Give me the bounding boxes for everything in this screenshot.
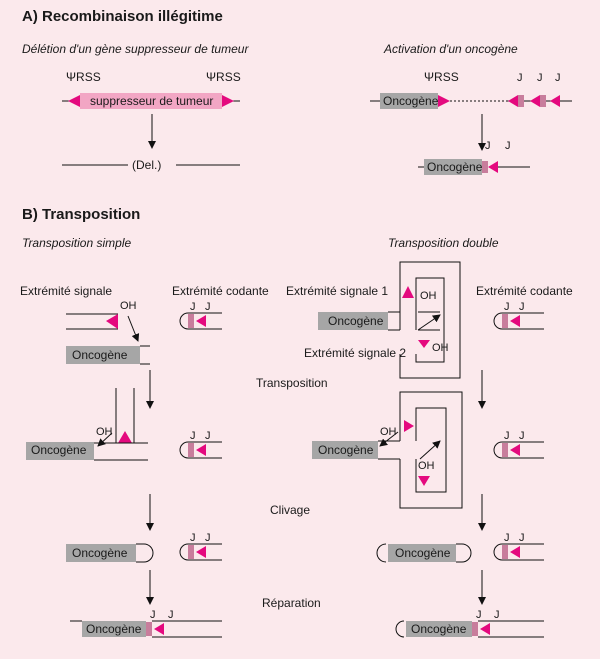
rss-triangle	[438, 95, 450, 107]
oh-label: OH	[96, 426, 113, 438]
signal-end-2-label: Extrémité signale 2	[304, 346, 407, 360]
oh-label: OH	[420, 290, 437, 302]
deletion-subtitle: Délétion d'un gène suppresseur de tumeur	[22, 42, 249, 56]
activation-subtitle: Activation d'un oncogène	[384, 42, 518, 56]
double-transposition-panel	[312, 261, 544, 638]
suppressor-gene-label: suppresseur de tumeur	[90, 94, 214, 108]
j-label: J	[504, 430, 510, 442]
oncogene-box	[380, 93, 438, 109]
coding-end-hairpin	[493, 441, 544, 459]
j-label: J	[485, 140, 491, 152]
j-triangle-3	[550, 95, 560, 107]
j-label: J	[190, 301, 196, 313]
oncogene-box	[312, 441, 378, 459]
rss-label-right: ΨRSS	[206, 70, 241, 84]
j-label: J	[555, 72, 561, 84]
oncogene-label: Oncogène	[328, 314, 384, 328]
j-label: J	[168, 609, 174, 621]
j-triangle-2	[530, 95, 540, 107]
step-cleavage-label: Clivage	[270, 503, 311, 517]
j-label: J	[150, 609, 156, 621]
j-label: J	[537, 72, 543, 84]
coding-end-hairpin	[179, 441, 222, 459]
j-triangle-1	[508, 95, 518, 107]
j-label: J	[205, 532, 211, 544]
rss-label-activation: ΨRSS	[424, 70, 459, 84]
oncogene-box	[388, 544, 456, 562]
coding-end-label: Extrémité codante	[172, 284, 269, 298]
j-label: J	[494, 609, 500, 621]
oh-label: OH	[120, 300, 137, 312]
oh-label: OH	[432, 342, 449, 354]
inserted-triangle	[118, 431, 132, 443]
oncogene-label: Oncogène	[383, 94, 439, 108]
section-a-title: A) Recombinaison illégitime	[22, 8, 223, 25]
oncogene-label: Oncogène	[72, 546, 128, 560]
oncogene-box	[26, 442, 94, 460]
oncogene-label: Oncogène	[411, 622, 467, 636]
signal-end-label: Extrémité signale	[20, 284, 113, 298]
j-label: J	[519, 301, 525, 313]
signal-end-triangle	[106, 314, 118, 329]
attack-arrow	[127, 315, 140, 342]
oncogene-box	[66, 544, 136, 562]
j-label: J	[504, 532, 510, 544]
signal-end-1-triangle	[402, 286, 414, 298]
rss-triangle-right	[222, 95, 234, 107]
j-segment-1	[518, 95, 524, 107]
oncogene-label: Oncogène	[72, 348, 128, 362]
oncogene-label: Oncogène	[31, 443, 87, 457]
j-label: J	[205, 301, 211, 313]
deletion-label: (Del.)	[132, 158, 162, 172]
j-label: J	[190, 532, 196, 544]
j-label: J	[205, 430, 211, 442]
j-label: J	[505, 140, 511, 152]
coding-end-hairpin	[493, 543, 544, 561]
coding-end-hairpin	[179, 312, 222, 330]
j-label: J	[504, 301, 510, 313]
j-segment-result	[482, 161, 488, 173]
oncogene-label: Oncogène	[86, 622, 142, 636]
section-b-title: B) Transposition	[22, 206, 141, 223]
double-subtitle: Transposition double	[388, 236, 499, 250]
activation-panel	[370, 93, 572, 175]
oncogene-box	[406, 621, 472, 637]
oncogene-label: Oncogène	[427, 160, 483, 174]
coding-end-label: Extrémité codante	[476, 284, 573, 298]
j-triangle-result	[488, 161, 498, 173]
oncogene-label: Oncogène	[318, 443, 374, 457]
coding-end-hairpin	[179, 543, 222, 561]
j-label: J	[517, 72, 523, 84]
oncogene-box	[66, 346, 140, 364]
signal-end-1-label: Extrémité signale 1	[286, 284, 389, 298]
signal-end-2-triangle	[418, 340, 430, 348]
oncogene-box	[82, 621, 146, 637]
simple-transposition-panel	[26, 312, 222, 638]
j-label: J	[519, 430, 525, 442]
j-segment-2	[540, 95, 546, 107]
suppressor-gene-box	[80, 93, 222, 109]
rss-triangle-left	[68, 95, 80, 107]
oncogene-box-result	[424, 159, 482, 175]
oh-label: OH	[380, 426, 397, 438]
j-label: J	[476, 609, 482, 621]
step-transposition-label: Transposition	[256, 376, 328, 390]
simple-subtitle: Transposition simple	[22, 236, 132, 250]
coding-end-hairpin	[493, 312, 544, 330]
oncogene-box	[318, 312, 388, 330]
deletion-panel	[62, 93, 240, 166]
oh-label: OH	[418, 460, 435, 472]
j-label: J	[519, 532, 525, 544]
step-repair-label: Réparation	[262, 596, 321, 610]
j-label: J	[190, 430, 196, 442]
oncogene-label: Oncogène	[395, 546, 451, 560]
rss-label-left: ΨRSS	[66, 70, 101, 84]
